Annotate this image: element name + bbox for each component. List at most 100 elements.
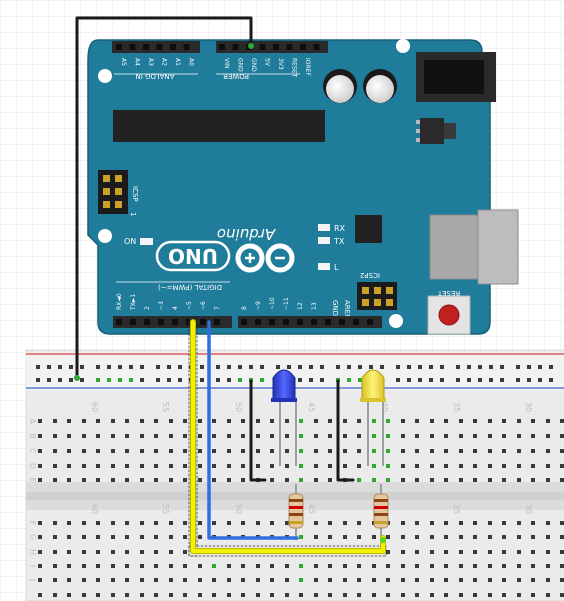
- breadboard-hole[interactable]: [386, 419, 390, 423]
- breadboard-hole[interactable]: [212, 564, 216, 568]
- breadboard-hole[interactable]: [502, 578, 506, 582]
- breadboard-hole[interactable]: [111, 449, 115, 453]
- breadboard-hole[interactable]: [198, 478, 202, 482]
- breadboard-hole[interactable]: [473, 550, 477, 554]
- breadboard-hole[interactable]: [96, 464, 100, 468]
- breadboard-hole[interactable]: [212, 521, 216, 525]
- breadboard-hole[interactable]: [140, 564, 144, 568]
- breadboard-hole[interactable]: [241, 593, 245, 597]
- breadboard-hole[interactable]: [167, 378, 171, 382]
- breadboard-hole[interactable]: [320, 378, 324, 382]
- breadboard-hole[interactable]: [386, 564, 390, 568]
- wire-gnd-to-rail[interactable]: [75, 16, 253, 380]
- breadboard-hole[interactable]: [198, 593, 202, 597]
- breadboard-hole[interactable]: [38, 449, 42, 453]
- breadboard-hole[interactable]: [58, 378, 62, 382]
- breadboard-hole[interactable]: [488, 521, 492, 525]
- breadboard-hole[interactable]: [140, 419, 144, 423]
- breadboard-hole[interactable]: [129, 365, 133, 369]
- breadboard-hole[interactable]: [216, 365, 220, 369]
- breadboard-hole[interactable]: [560, 419, 564, 423]
- breadboard-hole[interactable]: [459, 434, 463, 438]
- breadboard-hole[interactable]: [372, 535, 376, 539]
- breadboard-hole[interactable]: [198, 419, 202, 423]
- breadboard-hole[interactable]: [285, 478, 289, 482]
- breadboard-hole[interactable]: [154, 550, 158, 554]
- breadboard-hole[interactable]: [328, 434, 332, 438]
- breadboard-hole[interactable]: [560, 593, 564, 597]
- breadboard-hole[interactable]: [401, 521, 405, 525]
- breadboard-hole[interactable]: [328, 419, 332, 423]
- breadboard-hole[interactable]: [69, 365, 73, 369]
- breadboard-hole[interactable]: [502, 419, 506, 423]
- breadboard-hole[interactable]: [369, 365, 373, 369]
- breadboard-hole[interactable]: [430, 464, 434, 468]
- resistor-yellow-led[interactable]: [373, 484, 389, 540]
- breadboard-hole[interactable]: [314, 578, 318, 582]
- breadboard-hole[interactable]: [527, 365, 531, 369]
- breadboard-hole[interactable]: [125, 434, 129, 438]
- breadboard-hole[interactable]: [444, 535, 448, 539]
- breadboard-hole[interactable]: [328, 464, 332, 468]
- breadboard-hole[interactable]: [489, 365, 493, 369]
- breadboard-hole[interactable]: [169, 521, 173, 525]
- breadboard-hole[interactable]: [328, 578, 332, 582]
- breadboard-hole[interactable]: [549, 365, 553, 369]
- breadboard-hole[interactable]: [531, 564, 535, 568]
- breadboard-hole[interactable]: [444, 434, 448, 438]
- breadboard-hole[interactable]: [459, 464, 463, 468]
- breadboard-hole[interactable]: [546, 564, 550, 568]
- breadboard-hole[interactable]: [67, 419, 71, 423]
- breadboard-hole[interactable]: [118, 365, 122, 369]
- breadboard-hole[interactable]: [517, 449, 521, 453]
- breadboard-hole[interactable]: [154, 478, 158, 482]
- breadboard-hole[interactable]: [241, 578, 245, 582]
- breadboard-hole[interactable]: [183, 419, 187, 423]
- breadboard-hole[interactable]: [154, 434, 158, 438]
- breadboard-hole[interactable]: [415, 464, 419, 468]
- breadboard-hole[interactable]: [429, 365, 433, 369]
- breadboard-hole[interactable]: [459, 449, 463, 453]
- breadboard-hole[interactable]: [299, 478, 303, 482]
- breadboard-hole[interactable]: [473, 419, 477, 423]
- breadboard-hole[interactable]: [270, 434, 274, 438]
- breadboard-hole[interactable]: [67, 578, 71, 582]
- breadboard-hole[interactable]: [517, 535, 521, 539]
- breadboard-hole[interactable]: [53, 434, 57, 438]
- breadboard-hole[interactable]: [357, 464, 361, 468]
- breadboard-hole[interactable]: [473, 564, 477, 568]
- breadboard-hole[interactable]: [357, 419, 361, 423]
- breadboard-hole[interactable]: [430, 535, 434, 539]
- breadboard-hole[interactable]: [67, 564, 71, 568]
- wire-blue-led-gnd[interactable]: [249, 379, 267, 482]
- breadboard-hole[interactable]: [314, 535, 318, 539]
- breadboard-hole[interactable]: [401, 464, 405, 468]
- breadboard-hole[interactable]: [401, 449, 405, 453]
- header-pin[interactable]: [219, 44, 225, 50]
- breadboard-hole[interactable]: [169, 535, 173, 539]
- breadboard-hole[interactable]: [183, 564, 187, 568]
- breadboard-hole[interactable]: [140, 365, 144, 369]
- breadboard-hole[interactable]: [140, 535, 144, 539]
- breadboard-hole[interactable]: [140, 593, 144, 597]
- header-pin[interactable]: [300, 44, 306, 50]
- breadboard-hole[interactable]: [154, 521, 158, 525]
- breadboard-hole[interactable]: [517, 419, 521, 423]
- header-pin[interactable]: [116, 44, 122, 50]
- breadboard-hole[interactable]: [270, 521, 274, 525]
- breadboard-hole[interactable]: [299, 464, 303, 468]
- breadboard-hole[interactable]: [473, 521, 477, 525]
- breadboard-hole[interactable]: [53, 419, 57, 423]
- breadboard-hole[interactable]: [200, 378, 204, 382]
- breadboard-hole[interactable]: [140, 434, 144, 438]
- breadboard-hole[interactable]: [107, 378, 111, 382]
- breadboard-hole[interactable]: [459, 578, 463, 582]
- breadboard-hole[interactable]: [531, 550, 535, 554]
- breadboard-hole[interactable]: [276, 365, 280, 369]
- breadboard-hole[interactable]: [216, 378, 220, 382]
- header-pin[interactable]: [172, 319, 178, 325]
- breadboard-hole[interactable]: [314, 464, 318, 468]
- breadboard-hole[interactable]: [125, 564, 129, 568]
- breadboard-hole[interactable]: [227, 378, 231, 382]
- breadboard-hole[interactable]: [430, 478, 434, 482]
